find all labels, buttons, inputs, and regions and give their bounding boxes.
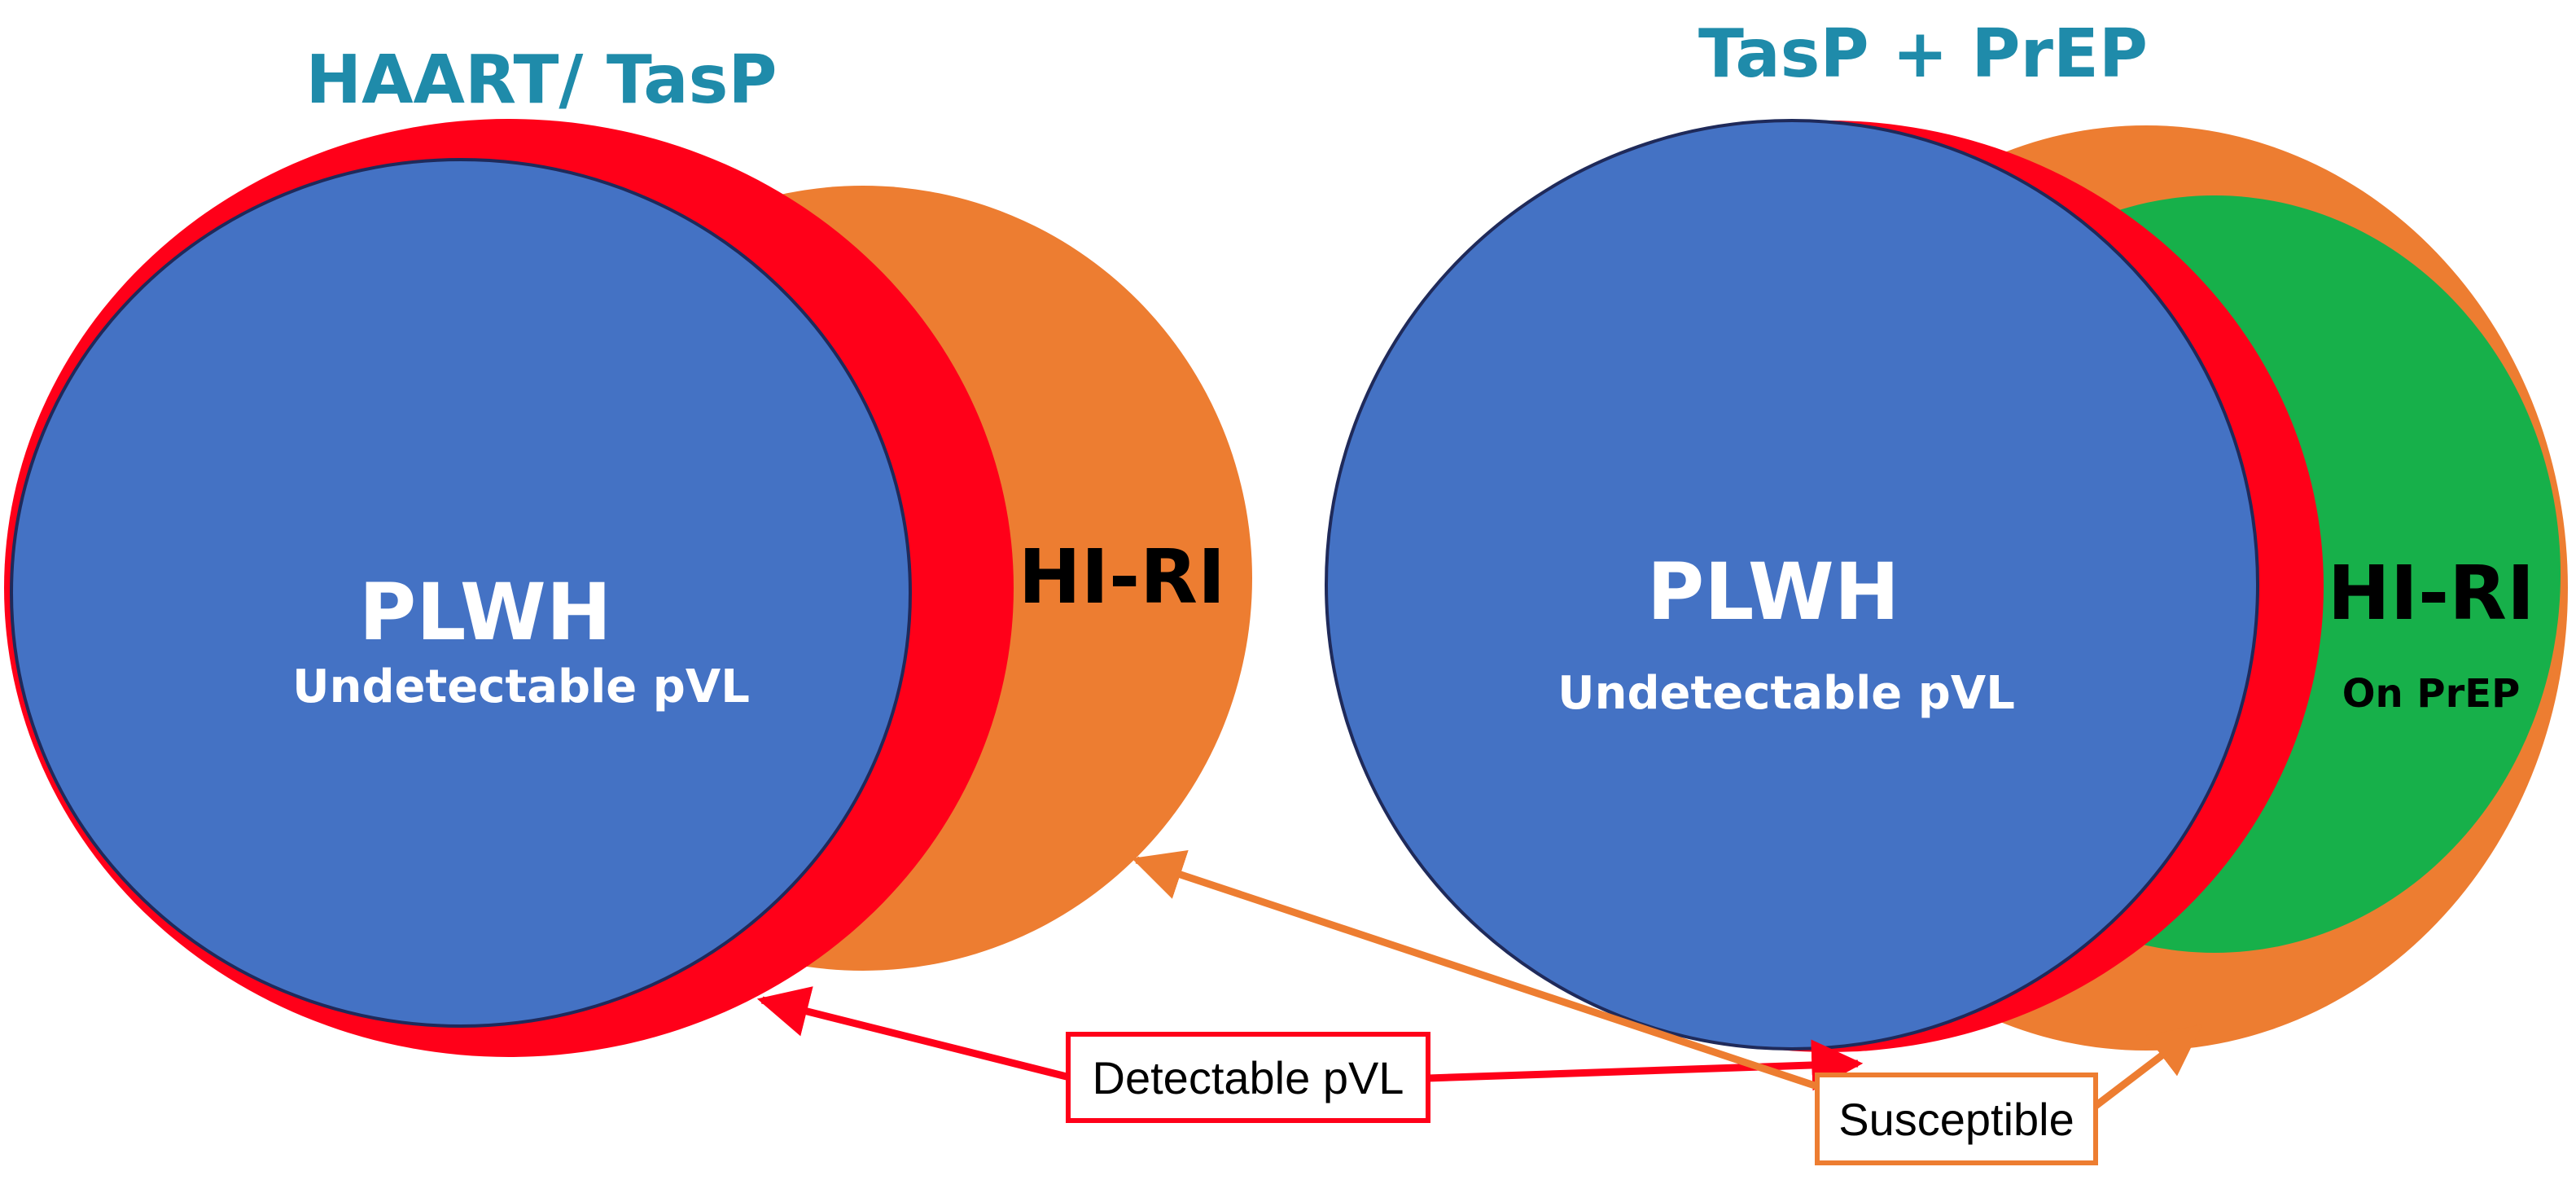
detectable-callout: Detectable pVL xyxy=(1066,1032,1430,1123)
susceptible-arrow-right xyxy=(2093,1024,2203,1109)
right-plwh-sub: Undetectable pVL xyxy=(1557,667,2015,720)
susceptible-callout-label: Susceptible xyxy=(1838,1094,2074,1145)
left-plwh-sub: Undetectable pVL xyxy=(292,660,750,713)
left-panel-title: HAART/ TasP xyxy=(305,42,777,119)
right-hiri-sub: On PrEP xyxy=(2342,671,2521,717)
right-plwh-label: PLWH xyxy=(1647,546,1899,638)
detectable-arrow-right xyxy=(1427,1039,1864,1091)
detectable-arrow-left xyxy=(756,986,1068,1081)
left-plwh-circle xyxy=(10,158,912,1028)
left-panel: HAART/ TasP PLWH Undetectable pVL HI-RI xyxy=(4,42,1252,1057)
right-plwh-circle xyxy=(1325,119,2259,1051)
right-panel: TasP + PrEP PLWH Undetectable pVL HI-RI … xyxy=(1325,15,2568,1052)
detectable-callout-label: Detectable pVL xyxy=(1093,1052,1404,1103)
right-panel-title: TasP + PrEP xyxy=(1698,15,2148,93)
left-plwh-label: PLWH xyxy=(359,567,611,658)
susceptible-callout-box xyxy=(1815,1073,2098,1165)
detectable-callout-box xyxy=(1066,1032,1430,1123)
susceptible-callout: Susceptible xyxy=(1815,1073,2098,1165)
callout-arrows xyxy=(756,850,2203,1109)
right-hiri-label: HI-RI xyxy=(2328,550,2534,637)
left-hiri-label: HI-RI xyxy=(1019,533,1225,621)
susceptible-arrow-left xyxy=(1132,850,1819,1090)
